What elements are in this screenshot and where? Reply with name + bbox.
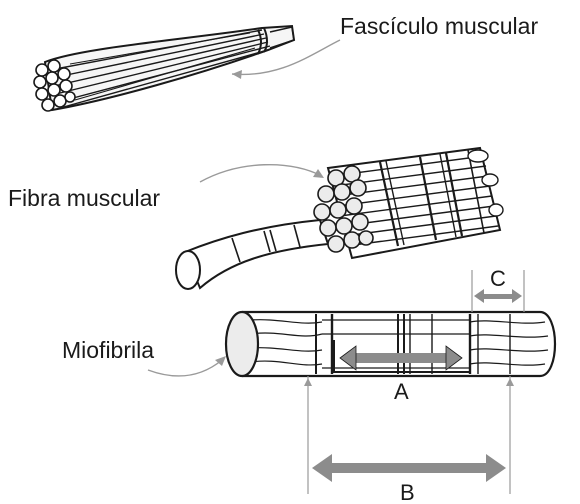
label-c: C [490,266,506,291]
label-fasciculo: Fascículo muscular [340,13,538,39]
fibra-leader [200,165,322,182]
fasciculo-bundle [34,26,294,111]
arrow-b [304,376,514,494]
fibra-bundle [176,148,503,289]
label-fibra: Fibra muscular [8,185,160,211]
label-miofibrila: Miofibrila [62,337,154,363]
label-a: A [394,379,409,404]
miofibrila-cylinder [226,312,555,376]
label-b: B [400,480,415,504]
fasciculo-leader-arrowhead [232,70,242,79]
fibra-leader-arrowhead [313,169,324,178]
miofibrila-leader [148,360,222,376]
